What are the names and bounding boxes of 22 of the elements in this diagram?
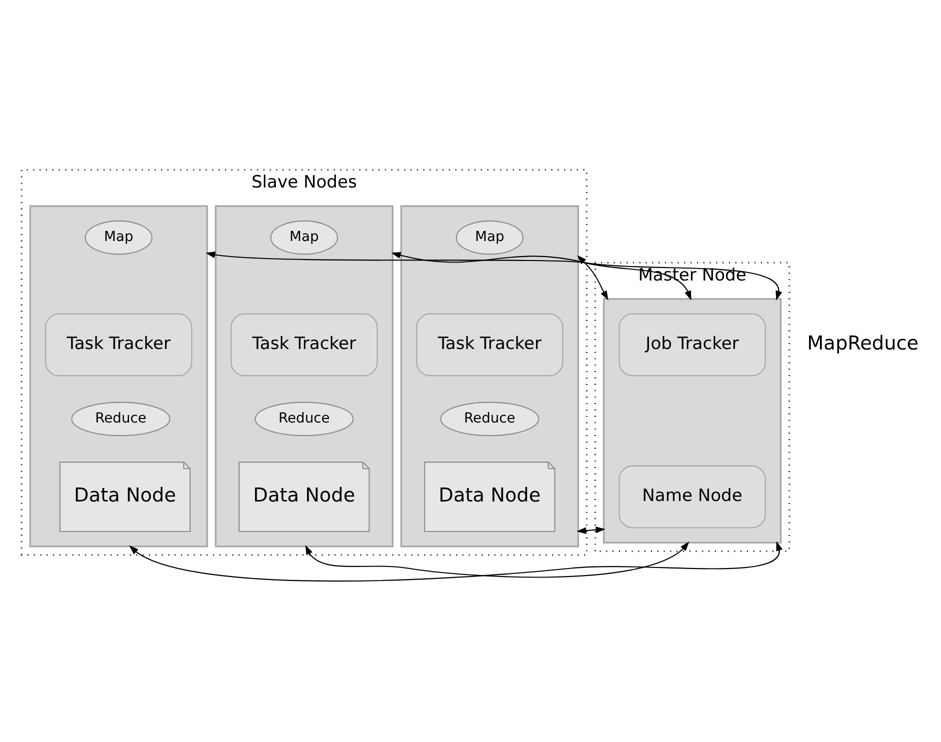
arrow [576, 526, 606, 534]
arrow [129, 540, 783, 582]
node-ellipse: Map [270, 220, 338, 254]
cluster [214, 204, 394, 547]
node-ellipse: Reduce [254, 401, 354, 436]
node-box: Task Tracker [230, 312, 378, 376]
arrow [391, 252, 692, 300]
arrow [577, 254, 608, 300]
label: MapReduce [807, 330, 919, 354]
node-ellipse: Map [84, 220, 152, 254]
node-box: Name Node [618, 464, 766, 528]
node-ellipse: Reduce [71, 401, 170, 436]
node-box: Task Tracker [45, 312, 192, 376]
node-ellipse: Map [456, 220, 524, 254]
node-box: Job Tracker [618, 312, 766, 376]
arrow [305, 540, 690, 578]
node-ellipse: Reduce [440, 401, 540, 436]
cluster [602, 298, 782, 543]
cluster [29, 204, 208, 547]
cluster [400, 204, 579, 547]
arrow [206, 251, 782, 300]
node-box: Task Tracker [416, 312, 564, 376]
